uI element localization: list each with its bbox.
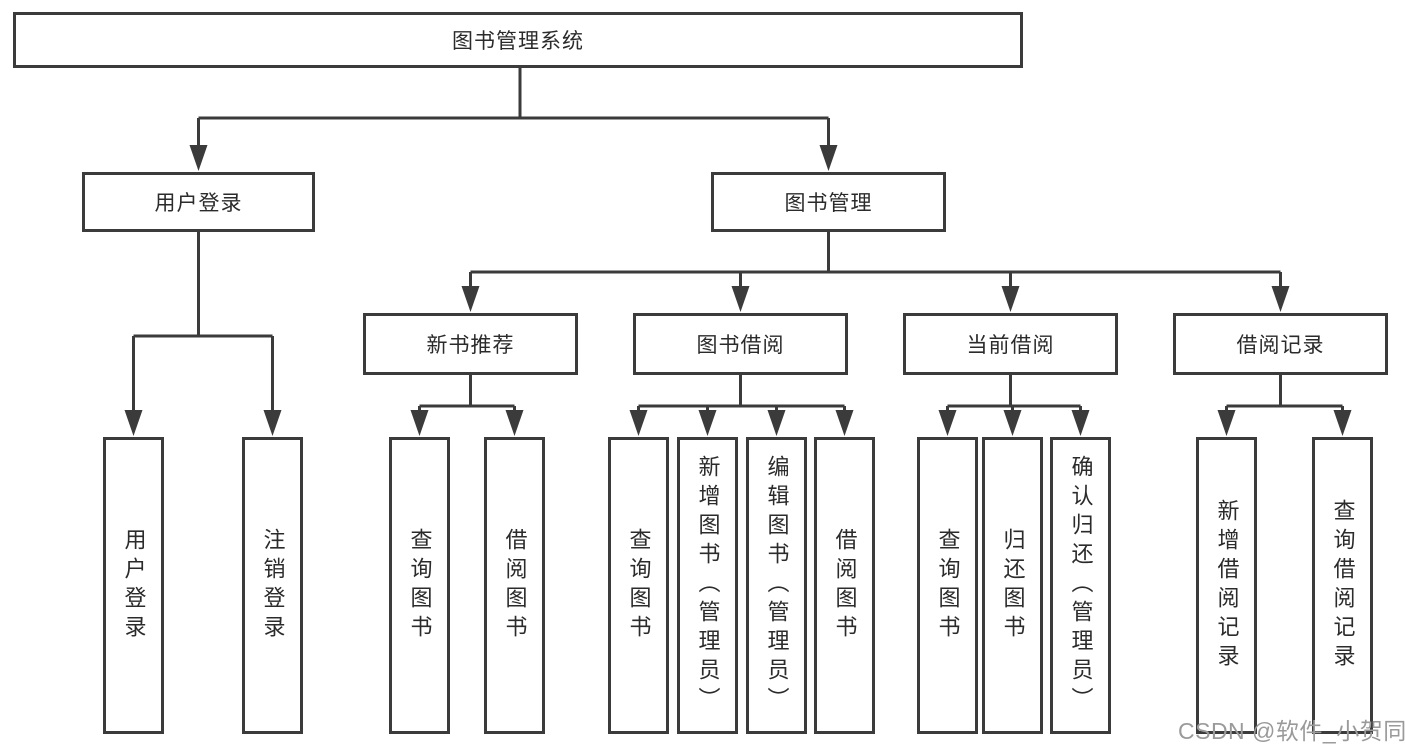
connector-book-management-to-level3: [461, 232, 1290, 312]
leaf-return-book: 归还图书: [982, 437, 1043, 734]
node-new-book-recommend: 新书推荐: [363, 313, 578, 375]
node-user-login: 用户登录: [82, 172, 315, 232]
leaf-add-book-admin: 新增图书（管理员）: [677, 437, 738, 734]
leaf-confirm-return-admin: 确认归还（管理员）: [1050, 437, 1111, 734]
leaf-query-borrow-record: 查询借阅记录: [1312, 437, 1373, 734]
csdn-watermark: CSDN @软件_小贺同学: [1178, 718, 1405, 744]
leaf-user-login: 用户登录: [103, 437, 164, 734]
leaf-borrow-book: 借阅图书: [814, 437, 875, 734]
node-library-system: 图书管理系统: [13, 12, 1023, 68]
connector-user-login-to-leaves: [124, 232, 282, 436]
leaf-query-book-current: 查询图书: [917, 437, 978, 734]
connector-new-book-to-leaves: [410, 375, 524, 436]
node-current-borrow: 当前借阅: [903, 313, 1118, 375]
leaf-query-book-recommend: 查询图书: [389, 437, 450, 734]
leaf-logout: 注销登录: [242, 437, 303, 734]
leaf-borrow-book-recommend: 借阅图书: [484, 437, 545, 734]
connector-current-borrow-to-leaves: [938, 375, 1090, 436]
leaf-query-book-borrow: 查询图书: [608, 437, 669, 734]
node-borrow-records: 借阅记录: [1173, 313, 1388, 375]
connector-book-borrow-to-leaves: [629, 375, 854, 436]
node-book-management: 图书管理: [711, 172, 946, 232]
connector-borrow-records-to-leaves: [1217, 375, 1352, 436]
leaf-add-borrow-record: 新增借阅记录: [1196, 437, 1257, 734]
connector-root-to-level2: [189, 68, 838, 171]
leaf-edit-book-admin: 编辑图书（管理员）: [746, 437, 807, 734]
node-book-borrow: 图书借阅: [633, 313, 848, 375]
